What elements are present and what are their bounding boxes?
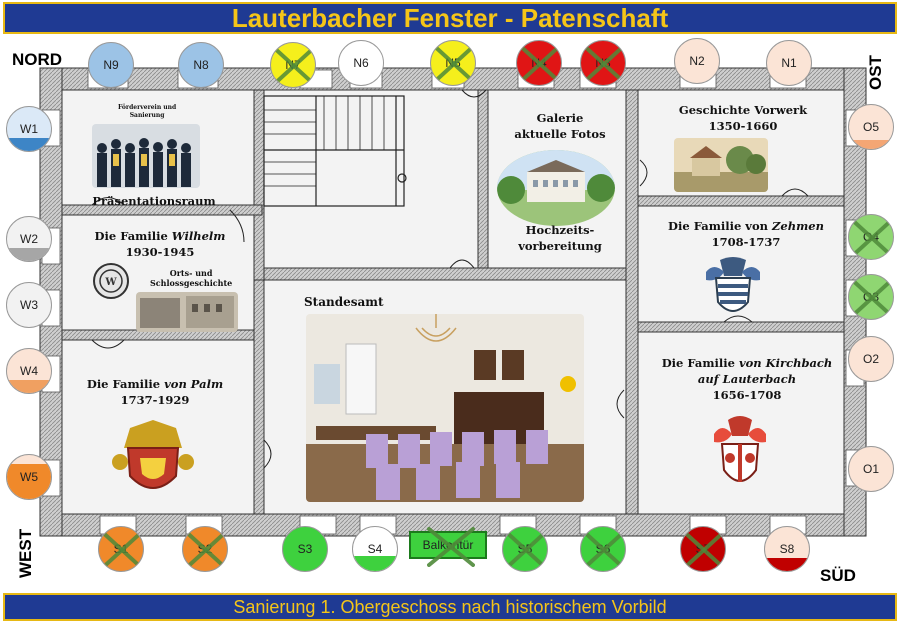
window-o3[interactable]: O3 xyxy=(848,274,894,320)
svg-text:W: W xyxy=(104,277,117,288)
presentation-photo-caption: Förderverein und Sanierung xyxy=(118,104,177,119)
window-label: S8 xyxy=(779,542,795,556)
window-label: O4 xyxy=(862,230,879,244)
window-label: N5 xyxy=(445,56,461,70)
window-n1[interactable]: N1 xyxy=(766,40,812,86)
window-label: W4 xyxy=(20,364,38,378)
window-label: S5 xyxy=(517,542,533,556)
window-s6[interactable]: S6 xyxy=(580,526,626,572)
window-w2[interactable]: W2 xyxy=(6,216,52,262)
window-s7[interactable]: S7 xyxy=(680,526,726,572)
wilhelm-room-title: Die Familie Wilhelm 1930-1945 xyxy=(94,229,226,260)
window-label: S1 xyxy=(113,542,129,556)
window-progress-fill xyxy=(7,137,51,151)
window-label: S4 xyxy=(367,542,383,556)
window-label: N9 xyxy=(103,58,119,72)
window-progress-fill xyxy=(353,555,397,571)
window-progress-fill xyxy=(7,463,51,499)
window-n2[interactable]: N2 xyxy=(674,38,720,84)
window-s3[interactable]: S3 xyxy=(282,526,328,572)
window-label: N1 xyxy=(781,56,797,70)
window-label: N3 xyxy=(595,56,611,70)
window-progress-fill xyxy=(765,557,809,571)
gallery-subtitle: Hochzeits- vorbereitung xyxy=(518,223,602,254)
group-photo xyxy=(92,124,200,188)
window-n7[interactable]: N7 xyxy=(270,42,316,88)
window-label: N6 xyxy=(353,56,369,70)
palm-coat-of-arms-icon xyxy=(110,418,196,502)
window-s4[interactable]: S4 xyxy=(352,526,398,572)
compass-east: OST xyxy=(866,55,885,90)
title-banner: Lauterbacher Fenster - Patenschaft xyxy=(3,2,897,34)
window-s5[interactable]: S5 xyxy=(502,526,548,572)
window-n8[interactable]: N8 xyxy=(178,42,224,88)
window-s2[interactable]: S2 xyxy=(182,526,228,572)
village-history-photo xyxy=(136,292,238,332)
compass-west: WEST xyxy=(16,528,35,578)
window-s1[interactable]: S1 xyxy=(98,526,144,572)
window-label: O3 xyxy=(862,290,879,304)
window-label: S7 xyxy=(695,542,711,556)
standesamt-title: Standesamt xyxy=(304,295,384,309)
footer-banner: Sanierung 1. Obergeschoss nach historisc… xyxy=(3,593,897,621)
standesamt-photo xyxy=(306,314,584,502)
kirchbach-coat-of-arms-icon xyxy=(708,414,772,496)
window-label: W5 xyxy=(20,470,38,484)
window-label: S6 xyxy=(595,542,611,556)
window-o1[interactable]: O1 xyxy=(848,446,894,492)
castle-photo xyxy=(497,150,615,226)
window-label: W3 xyxy=(20,298,38,312)
window-progress-fill xyxy=(849,140,893,149)
window-label: N2 xyxy=(689,54,705,68)
page-title: Lauterbacher Fenster - Patenschaft xyxy=(231,2,669,33)
window-n3[interactable]: N3 xyxy=(580,40,626,86)
window-w1[interactable]: W1 xyxy=(6,106,52,152)
window-n5[interactable]: N5 xyxy=(430,40,476,86)
gallery-title: Galerie aktuelle Fotos xyxy=(514,111,606,142)
balcony-door-button[interactable]: Balkontür xyxy=(409,527,487,567)
window-w4[interactable]: W4 xyxy=(6,348,52,394)
sponsored-cross-icon xyxy=(427,527,475,567)
zehmen-room-title: Die Familie von Zehmen 1708-1737 xyxy=(668,219,824,250)
zehmen-coat-of-arms-icon xyxy=(700,256,766,322)
window-progress-fill xyxy=(7,247,51,261)
vorwerk-room-title: Geschichte Vorwerk 1350-1660 xyxy=(678,103,808,134)
wilhelm-seal-icon: W xyxy=(92,262,130,300)
window-label: O1 xyxy=(862,462,879,476)
wilhelm-side-label: Orts- und Schlossgeschichte xyxy=(150,268,233,289)
window-label: S3 xyxy=(297,542,313,556)
window-label: O2 xyxy=(862,352,879,366)
kirchbach-room-title: Die Familie von Kirchbach auf Lauterbach… xyxy=(661,356,833,403)
footer-caption: Sanierung 1. Obergeschoss nach historisc… xyxy=(233,596,667,617)
palm-room-title: Die Familie von Palm 1737-1929 xyxy=(86,377,224,408)
window-o4[interactable]: O4 xyxy=(848,214,894,260)
compass-south: SÜD xyxy=(820,566,856,585)
presentation-room-title: Präsentationsraum xyxy=(92,194,216,208)
compass-north: NORD xyxy=(12,50,63,69)
window-n6[interactable]: N6 xyxy=(338,40,384,86)
window-label: S2 xyxy=(197,542,213,556)
vorwerk-painting xyxy=(674,138,768,192)
window-label: N8 xyxy=(193,58,209,72)
window-label: N4 xyxy=(531,56,547,70)
window-n4[interactable]: N4 xyxy=(516,40,562,86)
window-label: W1 xyxy=(20,122,38,136)
window-label: W2 xyxy=(20,232,38,246)
window-s8[interactable]: S8 xyxy=(764,526,810,572)
window-n9[interactable]: N9 xyxy=(88,42,134,88)
window-label: O5 xyxy=(862,120,879,134)
window-progress-fill xyxy=(7,379,51,393)
window-w3[interactable]: W3 xyxy=(6,282,52,328)
window-o5[interactable]: O5 xyxy=(848,104,894,150)
window-o2[interactable]: O2 xyxy=(848,336,894,382)
window-w5[interactable]: W5 xyxy=(6,454,52,500)
window-label: N7 xyxy=(285,58,301,72)
